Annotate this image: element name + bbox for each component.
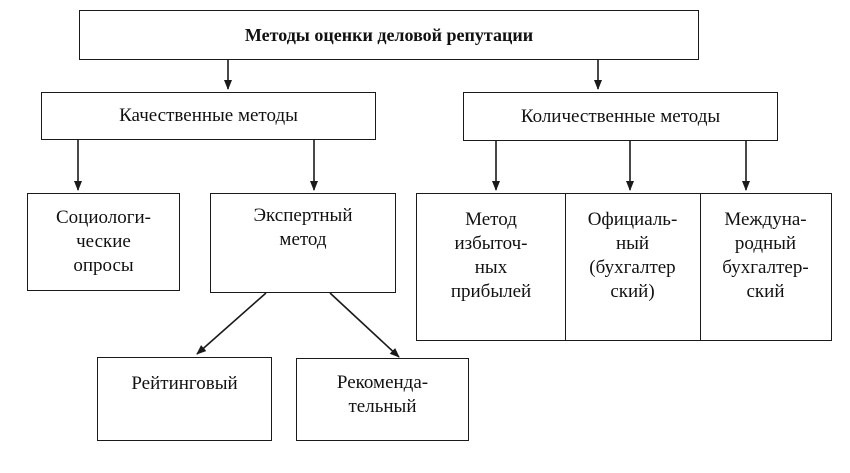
quantitative-methods-box: Количественные методы (463, 92, 778, 141)
international-accounting-cell: Междуна- родный бухгалтер- ский (700, 194, 831, 340)
recommendation-label: Рекоменда- тельный (336, 372, 429, 417)
excess-profit-method-label: Метод избыточ- ных прибылей (450, 209, 532, 302)
rating-box: Рейтинговый (97, 357, 272, 441)
recommendation-box: Рекоменда- тельный (296, 358, 469, 441)
rating-label: Рейтинговый (131, 373, 238, 394)
column-divider-2 (700, 194, 701, 340)
official-accounting-cell: Официаль- ный (бухгалтер ский) (565, 194, 700, 340)
quantitative-subgroup-box: Метод избыточ- ных прибылей Официаль- ны… (416, 193, 832, 341)
qualitative-methods-box: Качественные методы (41, 92, 376, 140)
sociological-surveys-box: Социологи- ческие опросы (27, 193, 180, 291)
quantitative-methods-label: Количественные методы (520, 105, 721, 127)
expert-method-label: Экспертный метод (253, 205, 353, 250)
sociological-surveys-label: Социологи- ческие опросы (55, 207, 152, 276)
column-divider-1 (565, 194, 566, 340)
root-title: Методы оценки деловой репутации (244, 25, 534, 45)
qualitative-methods-label: Качественные методы (119, 105, 298, 126)
excess-profit-method-cell: Метод избыточ- ных прибылей (417, 194, 565, 340)
official-accounting-label: Официаль- ный (бухгалтер ский) (587, 209, 678, 302)
international-accounting-label: Междуна- родный бухгалтер- ский (722, 209, 809, 302)
root-title-box: Методы оценки деловой репутации (79, 10, 699, 60)
arrow-expert-to-rating (196, 292, 267, 355)
expert-method-box: Экспертный метод (210, 193, 396, 293)
arrow-expert-to-recommendation (329, 292, 400, 358)
